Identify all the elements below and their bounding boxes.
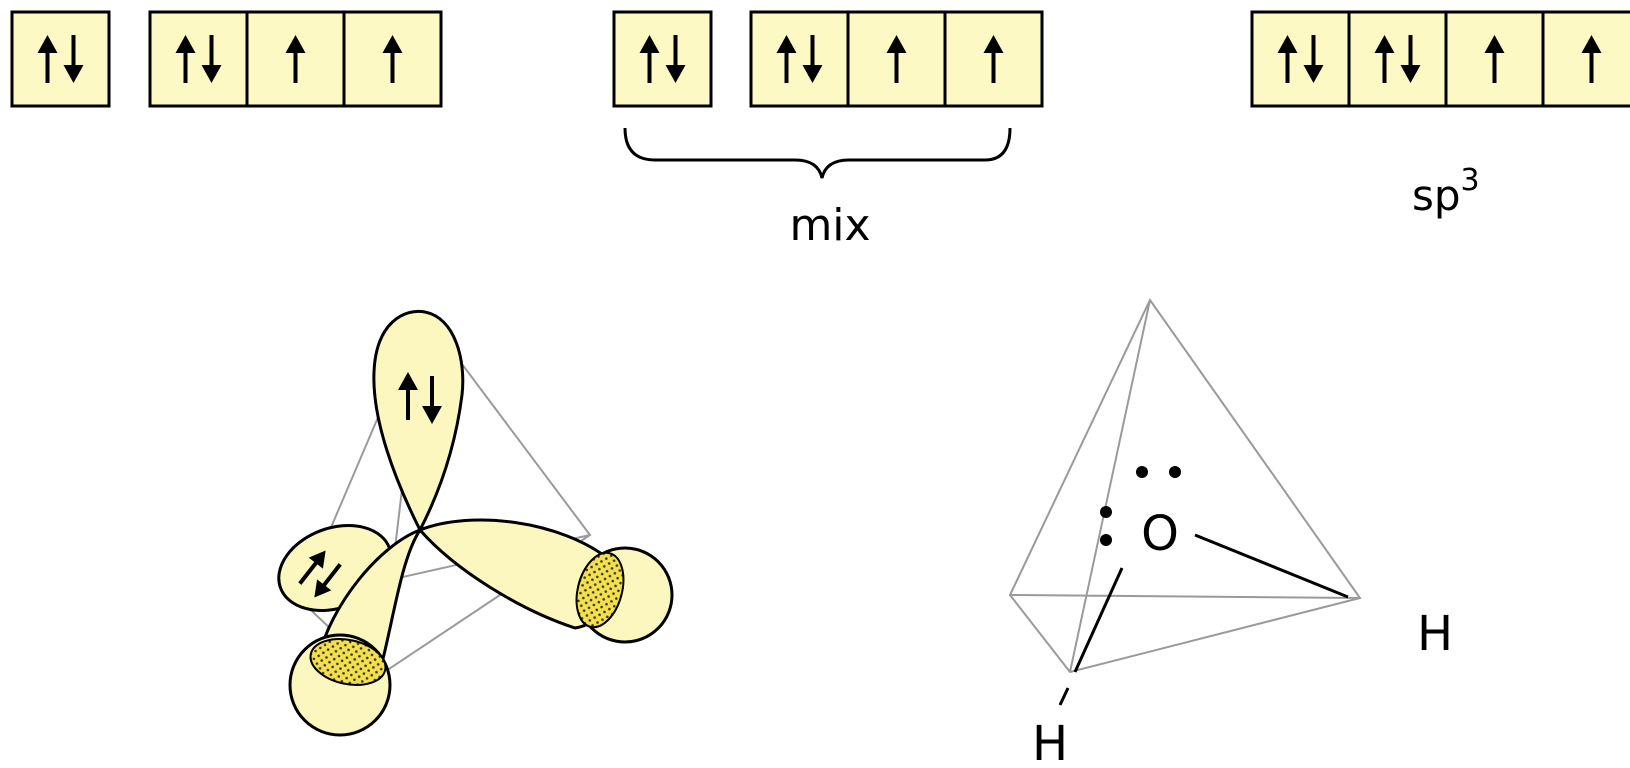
mix-brace — [623, 127, 1012, 179]
ground-2s-box-electron-down — [63, 35, 84, 83]
tetrahedron-outline — [1008, 298, 1362, 674]
hydrogen-lower-label: H — [1032, 716, 1068, 768]
sp3-label-superscript: 3 — [1461, 163, 1480, 198]
ground-state-configuration — [10, 10, 443, 108]
mixing-2p-box-2-electron-up — [886, 35, 907, 83]
ground-2p-box-1-electron-down — [201, 35, 222, 83]
mixing-configuration — [612, 10, 1044, 108]
overlap-region-right — [575, 551, 625, 629]
ground-2p-box-2-electron-up — [285, 35, 306, 83]
hybrid-hybrid-box-2-electron-down — [1400, 35, 1421, 83]
lone-pair-top-dot-1 — [1136, 466, 1148, 478]
ground-2p-box-1-electron-up — [175, 35, 196, 83]
mixing-2p-box-1-electron-down — [802, 35, 823, 83]
ground-2p-box-1 — [148, 10, 249, 108]
oh-bond-lower — [1073, 567, 1124, 673]
mix-label: mix — [789, 200, 870, 251]
lone-pair-left-dot-2 — [1100, 534, 1112, 546]
overlap-region-lower — [309, 638, 387, 686]
lone-pair-left-dot-1 — [1100, 506, 1112, 518]
oxygen-atom-label: O — [1141, 506, 1179, 562]
mixing-2p-box-1 — [749, 10, 850, 108]
sp3-hybrid-configuration — [1250, 10, 1630, 108]
lone-pair-top-dot-2 — [1169, 466, 1181, 478]
water-tetrahedron: O H H — [1008, 298, 1453, 768]
hybrid-hybrid-box-3-electron-up — [1484, 35, 1505, 83]
oh-bond-lower-cont — [1058, 687, 1070, 706]
hybrid-hybrid-box-1-electron-up — [1277, 35, 1298, 83]
sp3-orbital-lobes — [277, 309, 674, 737]
sp3-label-base: sp — [1412, 171, 1461, 220]
ground-2s-box — [10, 10, 111, 108]
sp3-label: sp3 — [1412, 163, 1480, 220]
mixing-2p-box-3-electron-up — [983, 35, 1004, 83]
hydrogen-right-label: H — [1417, 606, 1453, 662]
hybrid-hybrid-box-4 — [1541, 10, 1630, 108]
hybrid-hybrid-box-4-electron-up — [1581, 35, 1602, 83]
mixing-2s-box — [612, 10, 713, 108]
ground-2s-box-electron-up — [37, 35, 58, 83]
mixing-2s-box-electron-down — [665, 35, 686, 83]
mixing-2s-box-electron-up — [639, 35, 660, 83]
hybrid-hybrid-box-2-electron-up — [1374, 35, 1395, 83]
left-lobe-electron-pair — [298, 550, 342, 598]
mixing-2p-box-1-electron-up — [776, 35, 797, 83]
hybrid-hybrid-box-1 — [1250, 10, 1351, 108]
hybrid-hybrid-box-1-electron-down — [1303, 35, 1324, 83]
top-lobe-electron-pair — [398, 372, 442, 424]
lobe-top — [372, 309, 465, 534]
hybrid-hybrid-box-2 — [1347, 10, 1448, 108]
oh-bond-right — [1194, 533, 1349, 599]
ground-2p-box-3-electron-up — [382, 35, 403, 83]
